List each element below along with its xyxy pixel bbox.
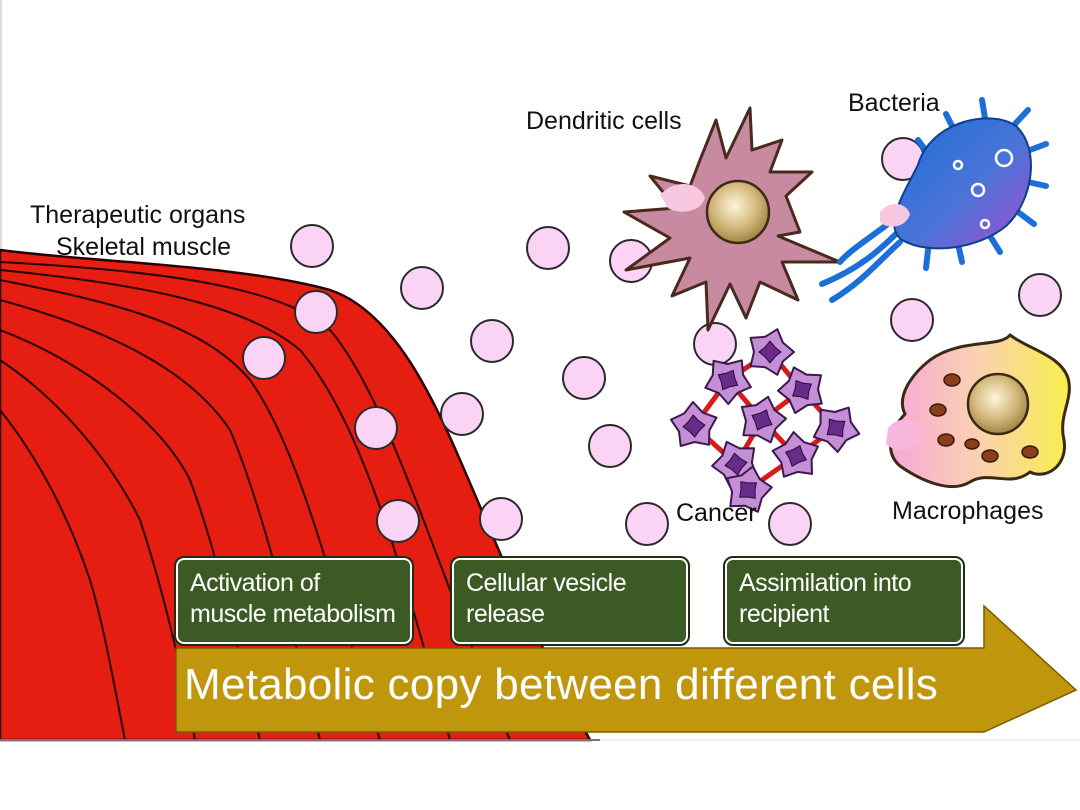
step-2-line-2: release bbox=[466, 600, 545, 628]
cancer-nucleus bbox=[758, 340, 782, 364]
cancer-nucleus bbox=[751, 409, 773, 431]
dendritic-cell-illustration bbox=[622, 106, 842, 332]
label-cancer: Cancer bbox=[676, 499, 757, 527]
label-dendritic-cells: Dendritic cells bbox=[526, 107, 682, 135]
cancer-nucleus bbox=[682, 414, 706, 438]
step-3-line-1: Assimilation into bbox=[739, 569, 912, 597]
step-box-assimilation: Assimilation into recipient bbox=[723, 556, 965, 646]
vesicles-group bbox=[242, 137, 1062, 546]
bacteria-illustration bbox=[819, 97, 1049, 303]
cancer-nucleus bbox=[739, 481, 757, 499]
cancer-nucleus bbox=[784, 444, 808, 468]
cancer-cluster-illustration bbox=[669, 328, 861, 513]
cancer-nucleus bbox=[826, 418, 846, 438]
banner-arrow bbox=[175, 604, 1078, 733]
step-1-line-2: muscle metabolism bbox=[190, 600, 396, 628]
step-box-vesicle-release: Cellular vesicle release bbox=[450, 556, 690, 646]
cancer-nucleus bbox=[792, 380, 812, 400]
label-skeletal-muscle: Skeletal muscle bbox=[56, 233, 232, 261]
banner-title: Metabolic copy between different cells bbox=[184, 660, 939, 709]
step-3-line-2: recipient bbox=[739, 600, 830, 628]
macrophage-illustration bbox=[886, 333, 1071, 488]
cancer-nucleus bbox=[717, 369, 739, 391]
cancer-nucleus bbox=[724, 452, 748, 476]
label-bacteria: Bacteria bbox=[848, 89, 940, 117]
step-box-muscle-activation: Activation of muscle metabolism bbox=[174, 556, 414, 646]
label-macrophages: Macrophages bbox=[892, 497, 1044, 525]
step-2-line-1: Cellular vesicle bbox=[466, 569, 627, 597]
label-therapeutic-organs: Therapeutic organs bbox=[30, 201, 246, 229]
step-1-line-1: Activation of bbox=[190, 569, 320, 597]
